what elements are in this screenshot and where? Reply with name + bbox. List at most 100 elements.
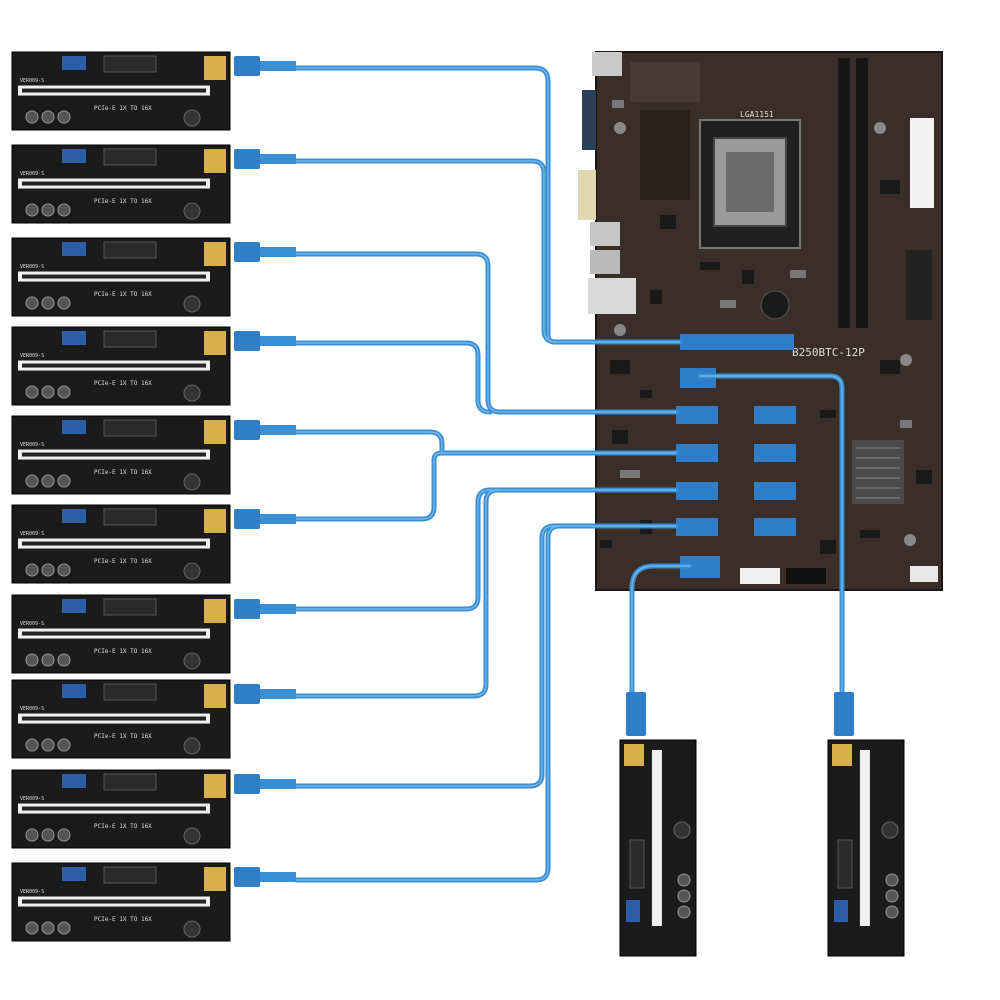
capacitor xyxy=(57,738,71,752)
capacitor xyxy=(25,563,39,577)
usb-plug-boot xyxy=(260,154,296,164)
capacitor xyxy=(41,474,55,488)
power-connector xyxy=(103,598,157,616)
pcie-slot-7 xyxy=(680,556,720,578)
capacitor xyxy=(885,889,899,903)
smd-component xyxy=(620,470,640,478)
capacitor xyxy=(57,385,71,399)
dip-switch xyxy=(62,149,86,163)
riser-code-label: VER009-S xyxy=(20,353,44,359)
inductor xyxy=(183,827,201,845)
cable-6-highlight xyxy=(296,452,443,520)
inductor xyxy=(183,109,201,127)
riser-pcb-label: PCIe-E 1X TO 16X xyxy=(94,823,152,830)
capacitor xyxy=(25,110,39,124)
usb-plug-boot xyxy=(260,514,296,524)
usb-port-gold xyxy=(204,242,226,266)
riser-card xyxy=(827,692,905,957)
smd-component xyxy=(880,360,900,374)
cable-8-highlight xyxy=(296,489,499,697)
cable-11-highlight xyxy=(631,565,690,700)
riser-cards-horizontal: PCIe-E 1X TO 16X VER009-S PCIe-E 1X TO 16X… xyxy=(11,51,296,942)
pcie-slot-1 xyxy=(680,334,794,350)
pcie-x16-slot xyxy=(651,750,662,926)
capacitor xyxy=(57,203,71,217)
usb-port-gold xyxy=(204,149,226,173)
usb-plug xyxy=(234,684,260,704)
usb-plug-boot xyxy=(260,872,296,882)
riser-pcb-label: PCIe-E 1X TO 16X xyxy=(94,648,152,655)
cmos-battery xyxy=(760,290,790,320)
cable-12-highlight xyxy=(700,375,843,700)
riser-card: PCIe-E 1X TO 16X VER009-S xyxy=(11,769,296,849)
pcie-slot-5b xyxy=(754,482,796,500)
cable-10-highlight xyxy=(296,525,561,881)
capacitor xyxy=(57,921,71,935)
usb-port-gold xyxy=(204,509,226,533)
power-connector xyxy=(103,683,157,701)
io-port-usb xyxy=(590,222,620,246)
usb-plug xyxy=(234,867,260,887)
riser-card xyxy=(619,692,697,957)
smd-component xyxy=(612,100,624,108)
usb-port-gold xyxy=(204,420,226,444)
io-port-dvi xyxy=(578,170,596,220)
motherboard-model-label: B250BTC-12P xyxy=(792,346,865,359)
pcie-slot-4a xyxy=(676,444,718,462)
io-port-usb-2 xyxy=(590,250,620,274)
dip-switch xyxy=(834,900,848,922)
pcie-slot-6b xyxy=(754,518,796,536)
mounting-hole xyxy=(614,122,626,134)
capacitor xyxy=(57,828,71,842)
riser-code-label: VER009-S xyxy=(20,171,44,177)
usb-plug xyxy=(234,331,260,351)
riser-code-label: VER009-S xyxy=(20,531,44,537)
dip-switch xyxy=(62,420,86,434)
power-connector xyxy=(629,839,645,889)
riser-code-label: VER009-S xyxy=(20,621,44,627)
mounting-hole xyxy=(904,534,916,546)
power-connector xyxy=(837,839,853,889)
capacitor xyxy=(25,653,39,667)
riser-pcb-label: PCIe-E 1X TO 16X xyxy=(94,733,152,740)
power-connector xyxy=(103,773,157,791)
capacitor xyxy=(57,563,71,577)
usb-plug xyxy=(234,509,260,529)
io-port-vga xyxy=(582,90,596,150)
motherboard: LGA1151 B250BTC-12P xyxy=(578,51,943,591)
riser-pcb-label: PCIe-E 1X TO 16X xyxy=(94,105,152,112)
smd-component xyxy=(916,470,932,484)
capacitor xyxy=(25,921,39,935)
riser-code-label: VER009-S xyxy=(20,796,44,802)
smd-component xyxy=(720,300,736,308)
riser-code-label: VER009-S xyxy=(20,78,44,84)
smd-component xyxy=(660,215,676,229)
cable-3-highlight xyxy=(296,253,676,413)
board-components xyxy=(600,100,932,554)
dip-switch xyxy=(62,242,86,256)
capacitor xyxy=(25,203,39,217)
smd-component xyxy=(820,410,836,418)
smd-component xyxy=(880,180,900,194)
usb-port-gold xyxy=(204,774,226,798)
inductor xyxy=(673,821,691,839)
usb-port-gold xyxy=(204,599,226,623)
usb-plug xyxy=(234,420,260,440)
cable-4-highlight xyxy=(296,342,491,413)
capacitor xyxy=(25,828,39,842)
capacitor xyxy=(885,905,899,919)
capacitor xyxy=(25,296,39,310)
inductor xyxy=(183,562,201,580)
smd-component xyxy=(790,270,806,278)
riser-pcb-label: PCIe-E 1X TO 16X xyxy=(94,198,152,205)
usb-plug xyxy=(626,692,646,736)
pcie-slot-3a xyxy=(676,406,718,424)
capacitor xyxy=(57,653,71,667)
usb-plug xyxy=(234,56,260,76)
pcie-slot-5a xyxy=(676,482,718,500)
